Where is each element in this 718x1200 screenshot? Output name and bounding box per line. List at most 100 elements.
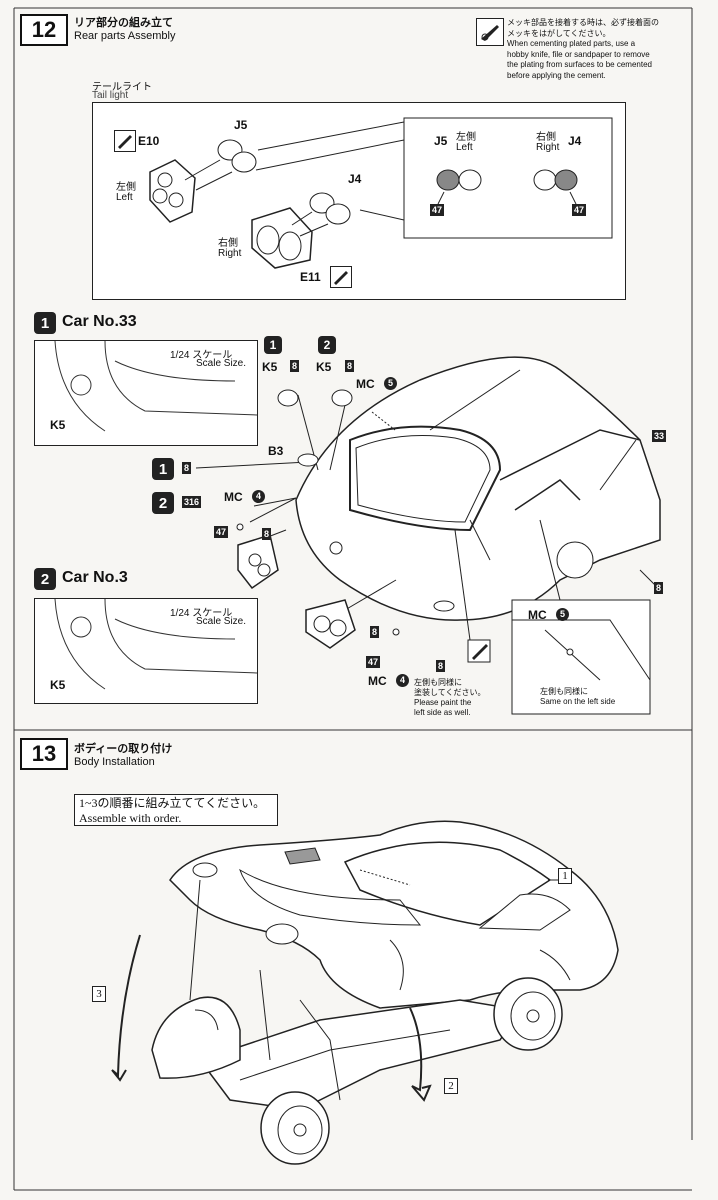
arrow-3 xyxy=(111,934,141,1082)
k5-car2-label: K5 xyxy=(316,360,332,374)
car-3-title: Car No.3 xyxy=(62,569,128,586)
detail-j5-label: J5 xyxy=(434,134,448,148)
paint-badge: 47 xyxy=(572,204,587,216)
detail-left-en: Left xyxy=(456,142,473,153)
right-label-en: Right xyxy=(218,248,242,259)
j5-label: J5 xyxy=(234,118,248,132)
e10-housing xyxy=(149,159,196,223)
step-13-title-en: Body Installation xyxy=(74,756,155,768)
car-3-scale-jp: 1/24 スケール xyxy=(170,608,233,619)
e11-housing xyxy=(251,207,313,269)
paint-badge: 8 xyxy=(290,360,300,372)
j4-detail-lenses xyxy=(533,169,578,191)
e10-label: E10 xyxy=(138,134,160,148)
car-3-badge: 2 xyxy=(34,568,56,590)
order-mark-2: 2 xyxy=(444,1078,458,1094)
note-line: left side as well. xyxy=(414,708,471,717)
step-12-title-jp: リア部分の組み立て xyxy=(74,17,173,29)
car-3-scale-en: Scale Size. xyxy=(196,616,247,627)
detail-left-jp: 左側 xyxy=(456,132,476,143)
j5-lenses xyxy=(217,139,257,173)
car-33-scale-drawing xyxy=(54,341,257,432)
car-33-scale-en: Scale Size. xyxy=(196,358,247,369)
detail-j4-label: J4 xyxy=(568,134,582,148)
detail-right-jp: 右側 xyxy=(536,132,556,143)
order-note-jp: 1~3の順番に組み立ててください。 xyxy=(79,796,266,810)
k5-car1-label: K5 xyxy=(262,360,278,374)
paint-badge: 47 xyxy=(430,204,445,216)
car-33-badge: 1 xyxy=(34,312,56,334)
order-note-en: Assemble with order. xyxy=(79,811,182,825)
step-13-number: 13 xyxy=(20,738,68,770)
b3-part xyxy=(297,453,319,467)
car-33-k5: K5 xyxy=(50,418,66,432)
inset-mc5-label: MC xyxy=(528,608,547,622)
knife-icon xyxy=(476,18,504,46)
car-body-shell xyxy=(169,820,619,1009)
tail-light-label-jp: テールライト xyxy=(92,82,152,93)
mc5-top-number: 5 xyxy=(384,377,397,390)
order-mark-1: 1 xyxy=(558,868,572,884)
inset-note-en: Same on the left side xyxy=(540,697,616,706)
left-label-jp: 左側 xyxy=(116,182,136,193)
right-label-jp: 右側 xyxy=(218,238,238,249)
car-chassis xyxy=(198,969,522,1111)
step-13-title-jp: ボディーの取り付け xyxy=(74,743,173,755)
j5-detail-lenses xyxy=(436,169,482,191)
step-12-number: 12 xyxy=(20,14,68,46)
paint-badge: 8 xyxy=(182,462,192,474)
order-mark-3: 3 xyxy=(92,986,106,1002)
car-2-badge: 2 xyxy=(318,336,336,354)
notice-line: メッキをはがしてください。 xyxy=(507,28,611,38)
car-33-scale-jp: 1/24 スケール xyxy=(170,350,233,361)
tail-light-label-en: Tail light xyxy=(92,90,129,101)
note-line: 左側も同様に xyxy=(414,678,462,687)
arrow-2 xyxy=(409,1007,432,1102)
assembly-order-note: 1~3の順番に組み立ててください。 Assemble with order. xyxy=(74,794,278,826)
mc4-bottom-number: 4 xyxy=(396,674,409,687)
mc5-top-label: MC xyxy=(356,377,375,391)
car-3-scale-box xyxy=(34,598,258,704)
paint-badge: 33 xyxy=(652,430,667,442)
mc4-left-number: 4 xyxy=(252,490,265,503)
notice-line: the plating from surfaces to be cemented xyxy=(507,60,652,69)
inset-note-jp: 左側も同様に xyxy=(540,687,588,696)
j4-label: J4 xyxy=(348,172,362,186)
b3-label: B3 xyxy=(268,444,284,458)
left-label-en: Left xyxy=(116,192,133,203)
note-line: 塗装してください。 xyxy=(414,688,486,697)
note-line: Please paint the xyxy=(414,698,472,707)
paint-badge: 8 xyxy=(370,626,380,638)
k5-part-right xyxy=(331,389,353,407)
plating-notice: メッキ部品を接着する時は、必ず接着面の メッキをはがしてください。 When c… xyxy=(507,18,687,81)
car-33-title: Car No.33 xyxy=(62,313,137,330)
notice-line: hobby knife, file or sandpaper to remove xyxy=(507,49,650,59)
step-12-title-en: Rear parts Assembly xyxy=(74,30,176,42)
car-2-badge: 2 xyxy=(152,492,174,514)
fender-part xyxy=(151,996,241,1079)
inset-mc5-number: 5 xyxy=(556,608,569,621)
detail-right-en: Right xyxy=(536,142,560,153)
notice-line: When cementing plated parts, use a xyxy=(507,39,636,48)
paint-badge: 47 xyxy=(366,656,381,668)
rear-wheel xyxy=(493,977,563,1051)
mc4-left-label: MC xyxy=(224,490,243,504)
paint-badge: 8 xyxy=(436,660,446,672)
knife-icon xyxy=(114,130,136,152)
paint-badge: 316 xyxy=(182,496,202,508)
car-33-scale-box xyxy=(34,340,258,446)
knife-icon xyxy=(330,266,352,288)
front-wheel xyxy=(260,1091,330,1165)
tail-housing-right xyxy=(305,599,356,649)
e11-label: E11 xyxy=(300,270,321,284)
paint-badge: 47 xyxy=(214,526,229,538)
car-1-badge: 1 xyxy=(152,458,174,480)
j4-lenses xyxy=(309,192,351,225)
paint-brush-icon xyxy=(467,639,491,663)
car-3-scale-drawing xyxy=(54,599,257,690)
